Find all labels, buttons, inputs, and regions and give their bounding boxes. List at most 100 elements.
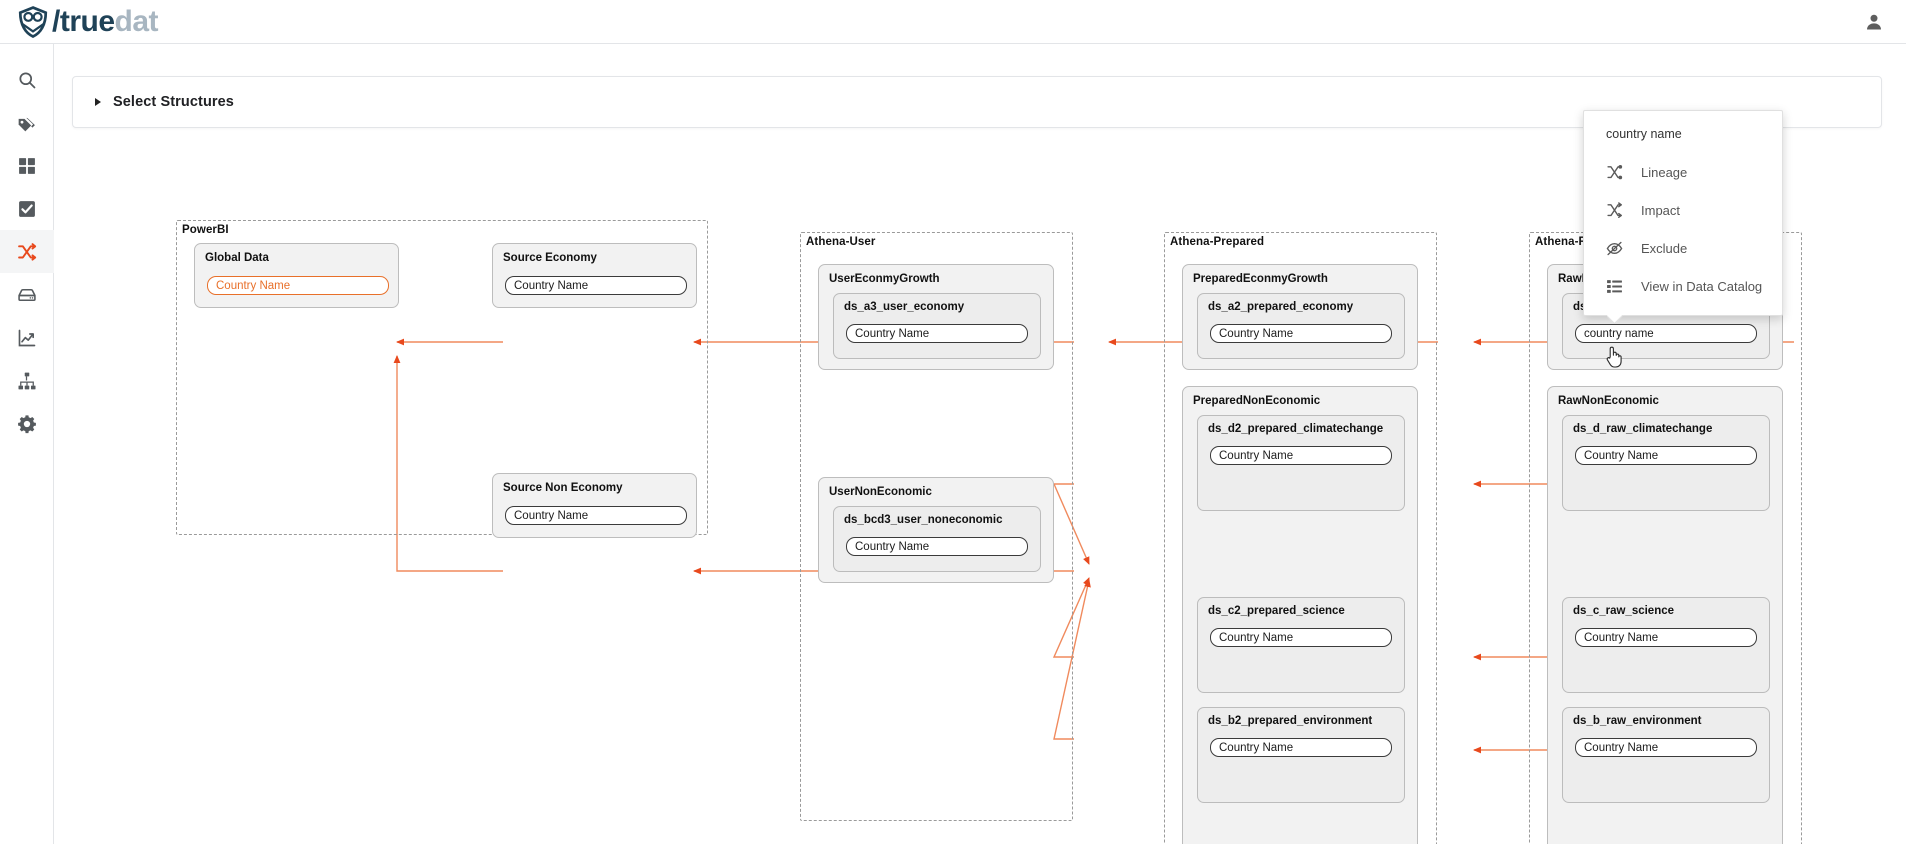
- node-prepared-non-economic-title: PreparedNonEconomic: [1193, 395, 1321, 407]
- node-source-non-economy[interactable]: Source Non Economy Country Name: [492, 473, 697, 538]
- group-athena-prepared-title: Athena-Prepared: [1170, 236, 1265, 248]
- node-prepared-economy-growth[interactable]: PreparedEconmyGrowth ds_a2_prepared_econ…: [1182, 264, 1418, 370]
- context-menu-item-impact[interactable]: Impact: [1584, 191, 1782, 229]
- dataset-ds-d-raw-title: ds_d_raw_climatechange: [1573, 423, 1713, 435]
- lineage-graph-canvas[interactable]: PowerBI Global Data Country Name Source …: [54, 128, 1906, 844]
- header-actions: [1864, 12, 1884, 32]
- field-ds-b2-country-name[interactable]: Country Name: [1210, 738, 1392, 757]
- gear-icon: [17, 414, 36, 433]
- logo-dat-text: dat: [114, 4, 159, 38]
- node-user-non-economic[interactable]: UserNonEconomic ds_bcd3_user_noneconomic…: [818, 477, 1054, 583]
- mouse-cursor-pointer-icon: [1606, 346, 1622, 368]
- lineage-icon: [1607, 164, 1623, 179]
- sidebar-item-quality[interactable]: [0, 187, 54, 230]
- logo-slash: /: [52, 4, 60, 38]
- sidebar-item-metrics[interactable]: [0, 316, 54, 359]
- dataset-ds-d2-prepared-climatechange[interactable]: ds_d2_prepared_climatechange Country Nam…: [1197, 415, 1405, 511]
- dataset-ds-a2-title: ds_a2_prepared_economy: [1208, 301, 1354, 313]
- chart-line-icon: [18, 329, 35, 346]
- database-icon: [17, 288, 36, 301]
- dataset-ds-c-raw-science[interactable]: ds_c_raw_science Country Name: [1562, 597, 1770, 693]
- eye-slash-icon: [1606, 241, 1623, 255]
- list-icon: [1607, 279, 1622, 293]
- field-ds-d2-country-name[interactable]: Country Name: [1210, 446, 1392, 465]
- node-context-menu[interactable]: country name Lineage Impact: [1583, 110, 1783, 316]
- dataset-ds-a3-user-economy[interactable]: ds_a3_user_economy Country Name: [833, 293, 1041, 359]
- dataset-ds-b-raw-environment[interactable]: ds_b_raw_environment Country Name: [1562, 707, 1770, 803]
- shuffle-icon: [17, 242, 36, 261]
- context-menu-pointer: [1607, 315, 1625, 324]
- context-menu-item-exclude[interactable]: Exclude: [1584, 229, 1782, 267]
- sidebar-item-tags[interactable]: [0, 101, 54, 144]
- group-athena-prepared: Athena-Prepared: [1164, 232, 1437, 844]
- impact-icon: [1607, 201, 1623, 218]
- node-user-non-economic-title: UserNonEconomic: [829, 486, 932, 498]
- sidebar-item-settings[interactable]: [0, 402, 54, 445]
- dataset-ds-b2-prepared-environment[interactable]: ds_b2_prepared_environment Country Name: [1197, 707, 1405, 803]
- context-menu-item-lineage[interactable]: Lineage: [1584, 153, 1782, 191]
- context-menu-title: country name: [1606, 127, 1682, 141]
- context-menu-item-view-in-data-catalog[interactable]: View in Data Catalog: [1584, 267, 1782, 305]
- context-menu-item-lineage-label: Lineage: [1641, 164, 1688, 180]
- tag-icon: [18, 117, 35, 131]
- field-ds-a3-country-name[interactable]: Country Name: [846, 324, 1028, 343]
- context-menu-item-view-catalog-label: View in Data Catalog: [1641, 278, 1763, 294]
- node-raw-non-economic[interactable]: RawNonEconomic ds_d_raw_climatechange Co…: [1547, 386, 1783, 844]
- dataset-ds-b2-title: ds_b2_prepared_environment: [1208, 715, 1373, 727]
- node-raw-non-economic-title: RawNonEconomic: [1558, 395, 1659, 407]
- field-source-economy-country-name[interactable]: Country Name: [505, 276, 687, 295]
- dataset-ds-bcd3-user-noneconomic[interactable]: ds_bcd3_user_noneconomic Country Name: [833, 506, 1041, 572]
- field-global-data-country-name[interactable]: Country Name: [207, 276, 389, 295]
- node-prepared-economy-growth-title: PreparedEconmyGrowth: [1193, 273, 1328, 285]
- sidebar-item-lineage[interactable]: [0, 230, 54, 273]
- context-menu-item-exclude-label: Exclude: [1641, 240, 1688, 256]
- dataset-ds-bcd3-title: ds_bcd3_user_noneconomic: [844, 514, 1003, 526]
- select-structures-label: Select Structures: [113, 94, 234, 110]
- group-athena-user-title: Athena-User: [806, 236, 876, 248]
- context-menu-item-impact-label: Impact: [1641, 202, 1681, 218]
- node-global-data[interactable]: Global Data Country Name: [194, 243, 399, 308]
- truedat-shield-icon: [18, 5, 48, 38]
- group-athena-user: Athena-User: [800, 232, 1073, 821]
- field-ds-bcd3-country-name[interactable]: Country Name: [846, 537, 1028, 556]
- sidebar-item-hierarchy[interactable]: [0, 359, 54, 402]
- caret-right-icon: [95, 98, 101, 106]
- sidebar-item-dashboard[interactable]: [0, 144, 54, 187]
- field-ds-d-raw-country-name[interactable]: Country Name: [1575, 446, 1757, 465]
- field-ds-c-raw-country-name[interactable]: Country Name: [1575, 628, 1757, 647]
- sidebar-item-data-sources[interactable]: [0, 273, 54, 316]
- grid-icon: [18, 157, 35, 174]
- dataset-ds-c2-prepared-science[interactable]: ds_c2_prepared_science Country Name: [1197, 597, 1405, 693]
- node-user-economy-growth-title: UserEconmyGrowth: [829, 273, 940, 285]
- dataset-ds-b-raw-title: ds_b_raw_environment: [1573, 715, 1702, 727]
- user-avatar-icon[interactable]: [1864, 12, 1884, 32]
- sidebar-item-search[interactable]: [0, 58, 54, 101]
- main-sidebar: [0, 44, 54, 844]
- checkbox-icon: [18, 200, 35, 217]
- field-source-non-economy-country-name[interactable]: Country Name: [505, 506, 687, 525]
- field-ds-b-raw-country-name[interactable]: Country Name: [1575, 738, 1757, 757]
- dataset-ds-c-raw-title: ds_c_raw_science: [1573, 605, 1675, 617]
- dataset-ds-a2-prepared-economy[interactable]: ds_a2_prepared_economy Country Name: [1197, 293, 1405, 359]
- search-icon: [18, 71, 35, 88]
- node-global-data-title: Global Data: [205, 252, 269, 264]
- node-prepared-non-economic[interactable]: PreparedNonEconomic ds_d2_prepared_clima…: [1182, 386, 1418, 844]
- sitemap-icon: [18, 372, 35, 389]
- group-powerbi: PowerBI: [176, 220, 708, 535]
- logo-true-text: true: [59, 4, 115, 38]
- dataset-ds-d2-title: ds_d2_prepared_climatechange: [1208, 423, 1384, 435]
- select-structures-panel[interactable]: Select Structures: [72, 76, 1882, 128]
- field-ds-a2-country-name[interactable]: Country Name: [1210, 324, 1392, 343]
- node-source-economy-title: Source Economy: [503, 252, 597, 264]
- node-user-economy-growth[interactable]: UserEconmyGrowth ds_a3_user_economy Coun…: [818, 264, 1054, 370]
- node-source-economy[interactable]: Source Economy Country Name: [492, 243, 697, 308]
- dataset-ds-a3-user-economy-title: ds_a3_user_economy: [844, 301, 965, 313]
- field-ds-c2-country-name[interactable]: Country Name: [1210, 628, 1392, 647]
- group-powerbi-title: PowerBI: [182, 224, 229, 236]
- dataset-ds-c2-title: ds_c2_prepared_science: [1208, 605, 1345, 617]
- field-ds-a-raw-country-name[interactable]: country name: [1575, 324, 1757, 343]
- dataset-ds-d-raw-climatechange[interactable]: ds_d_raw_climatechange Country Name: [1562, 415, 1770, 511]
